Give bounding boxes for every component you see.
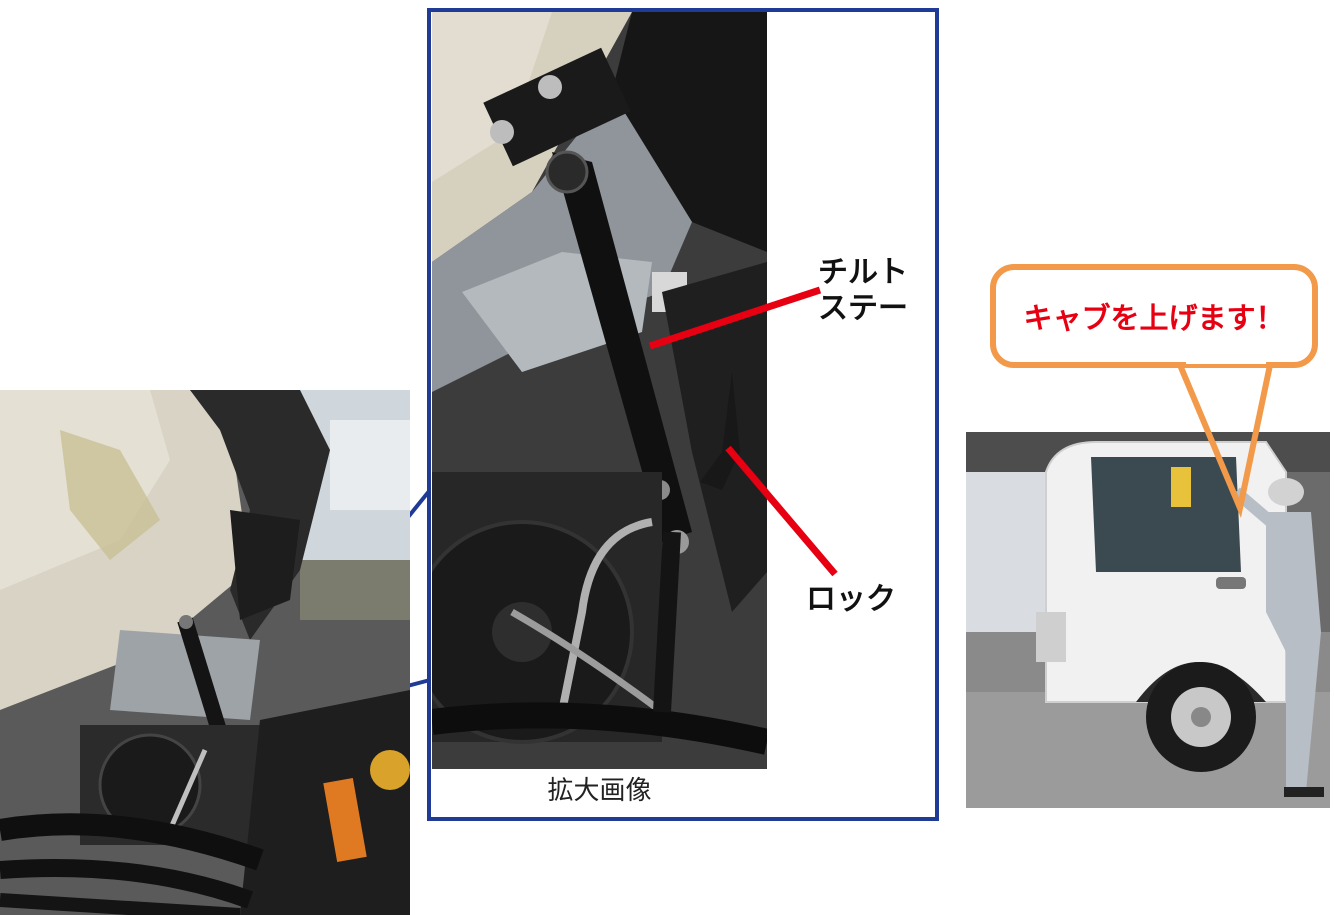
speech-bubble-text: キャブを上げます！ [1023, 301, 1285, 335]
engine-bay-photo [0, 390, 410, 915]
lock-label: ロック [806, 582, 896, 617]
tilt-stay-label: チルト ステー [818, 255, 908, 326]
tilt-stay-closeup-photo [432, 12, 767, 769]
zoom-caption: 拡大画像 [547, 776, 652, 806]
truck-cab-worker-photo [966, 432, 1330, 808]
speech-bubble: キャブを上げます！ [990, 264, 1318, 368]
